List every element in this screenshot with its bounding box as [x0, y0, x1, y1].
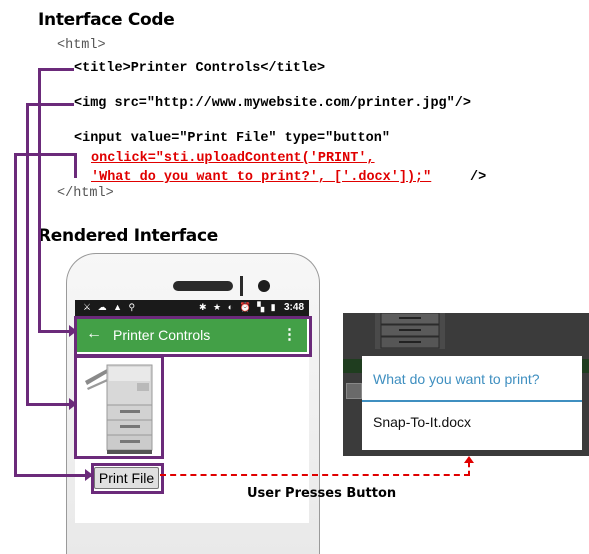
- print-file-button[interactable]: Print File: [94, 467, 159, 489]
- code-onclick-tail: />: [470, 170, 487, 185]
- status-time: 3:48: [283, 302, 304, 313]
- interface-code-heading: Interface Code: [38, 10, 175, 30]
- arrow-head-button: [85, 469, 93, 481]
- connector-title-h2: [38, 330, 74, 333]
- connector-image-h2: [26, 403, 74, 406]
- arrow-up-icon: [464, 456, 474, 463]
- overflow-menu-icon[interactable]: ⋮: [282, 326, 297, 343]
- status-bar: ⚔ ☁ ▲ ⚲ ✱ ★ ◐ ⏰ ▚ ▮ 3:48: [75, 300, 309, 317]
- dashed-connector-h: [160, 474, 470, 476]
- dashed-connector-v: [468, 462, 470, 476]
- highlight-app-bar: [74, 316, 312, 357]
- printer-image: [81, 359, 158, 454]
- connector-button-v: [14, 153, 17, 477]
- app-bar-title: Printer Controls: [113, 327, 211, 343]
- code-title-line: <title>Printer Controls</title>: [74, 61, 326, 76]
- notification-icons: ⚔ ☁ ▲ ⚲: [83, 302, 138, 312]
- connector-image-h: [26, 103, 74, 106]
- code-html-open: <html>: [57, 38, 106, 53]
- dimmed-printer-image: [375, 313, 445, 349]
- code-img-line: <img src="http://www.mywebsite.com/print…: [74, 96, 471, 111]
- connector-title-h: [38, 68, 74, 71]
- arrow-head-image: [69, 398, 77, 410]
- highlight-image: [74, 355, 164, 459]
- phone-sensor: [240, 276, 243, 296]
- code-html-close: </html>: [57, 186, 114, 201]
- connector-button-h2: [14, 474, 91, 477]
- dimmed-button: [346, 383, 362, 399]
- connector-code-vertical: [74, 153, 77, 178]
- system-icons: ✱ ★ ◐ ⏰ ▚ ▮: [199, 302, 278, 312]
- connector-image-v: [26, 103, 29, 406]
- rendered-interface-heading: Rendered Interface: [38, 226, 218, 246]
- code-onclick-line-2: 'What do you want to print?', ['.docx'])…: [91, 170, 432, 185]
- code-input-line: <input value="Print File" type="button": [74, 131, 390, 146]
- phone-speaker: [173, 281, 233, 291]
- highlight-button: [91, 463, 164, 494]
- code-onclick-line-1: onclick="sti.uploadContent('PRINT',: [91, 151, 375, 166]
- dialog-option[interactable]: Snap-To-It.docx: [373, 414, 472, 430]
- caption-user-presses-button: User Presses Button: [247, 486, 397, 501]
- choice-dialog: What do you want to print? Snap-To-It.do…: [362, 356, 582, 450]
- arrow-head-title: [69, 325, 77, 337]
- connector-button-h: [14, 153, 74, 156]
- connector-title-v: [38, 68, 41, 332]
- phone-camera: [258, 280, 270, 292]
- app-bar: ← Printer Controls ⋮: [77, 319, 307, 352]
- dialog-prompt: What do you want to print?: [373, 371, 540, 387]
- dialog-divider: [362, 400, 582, 402]
- arrow-left-icon[interactable]: ←: [86, 325, 102, 342]
